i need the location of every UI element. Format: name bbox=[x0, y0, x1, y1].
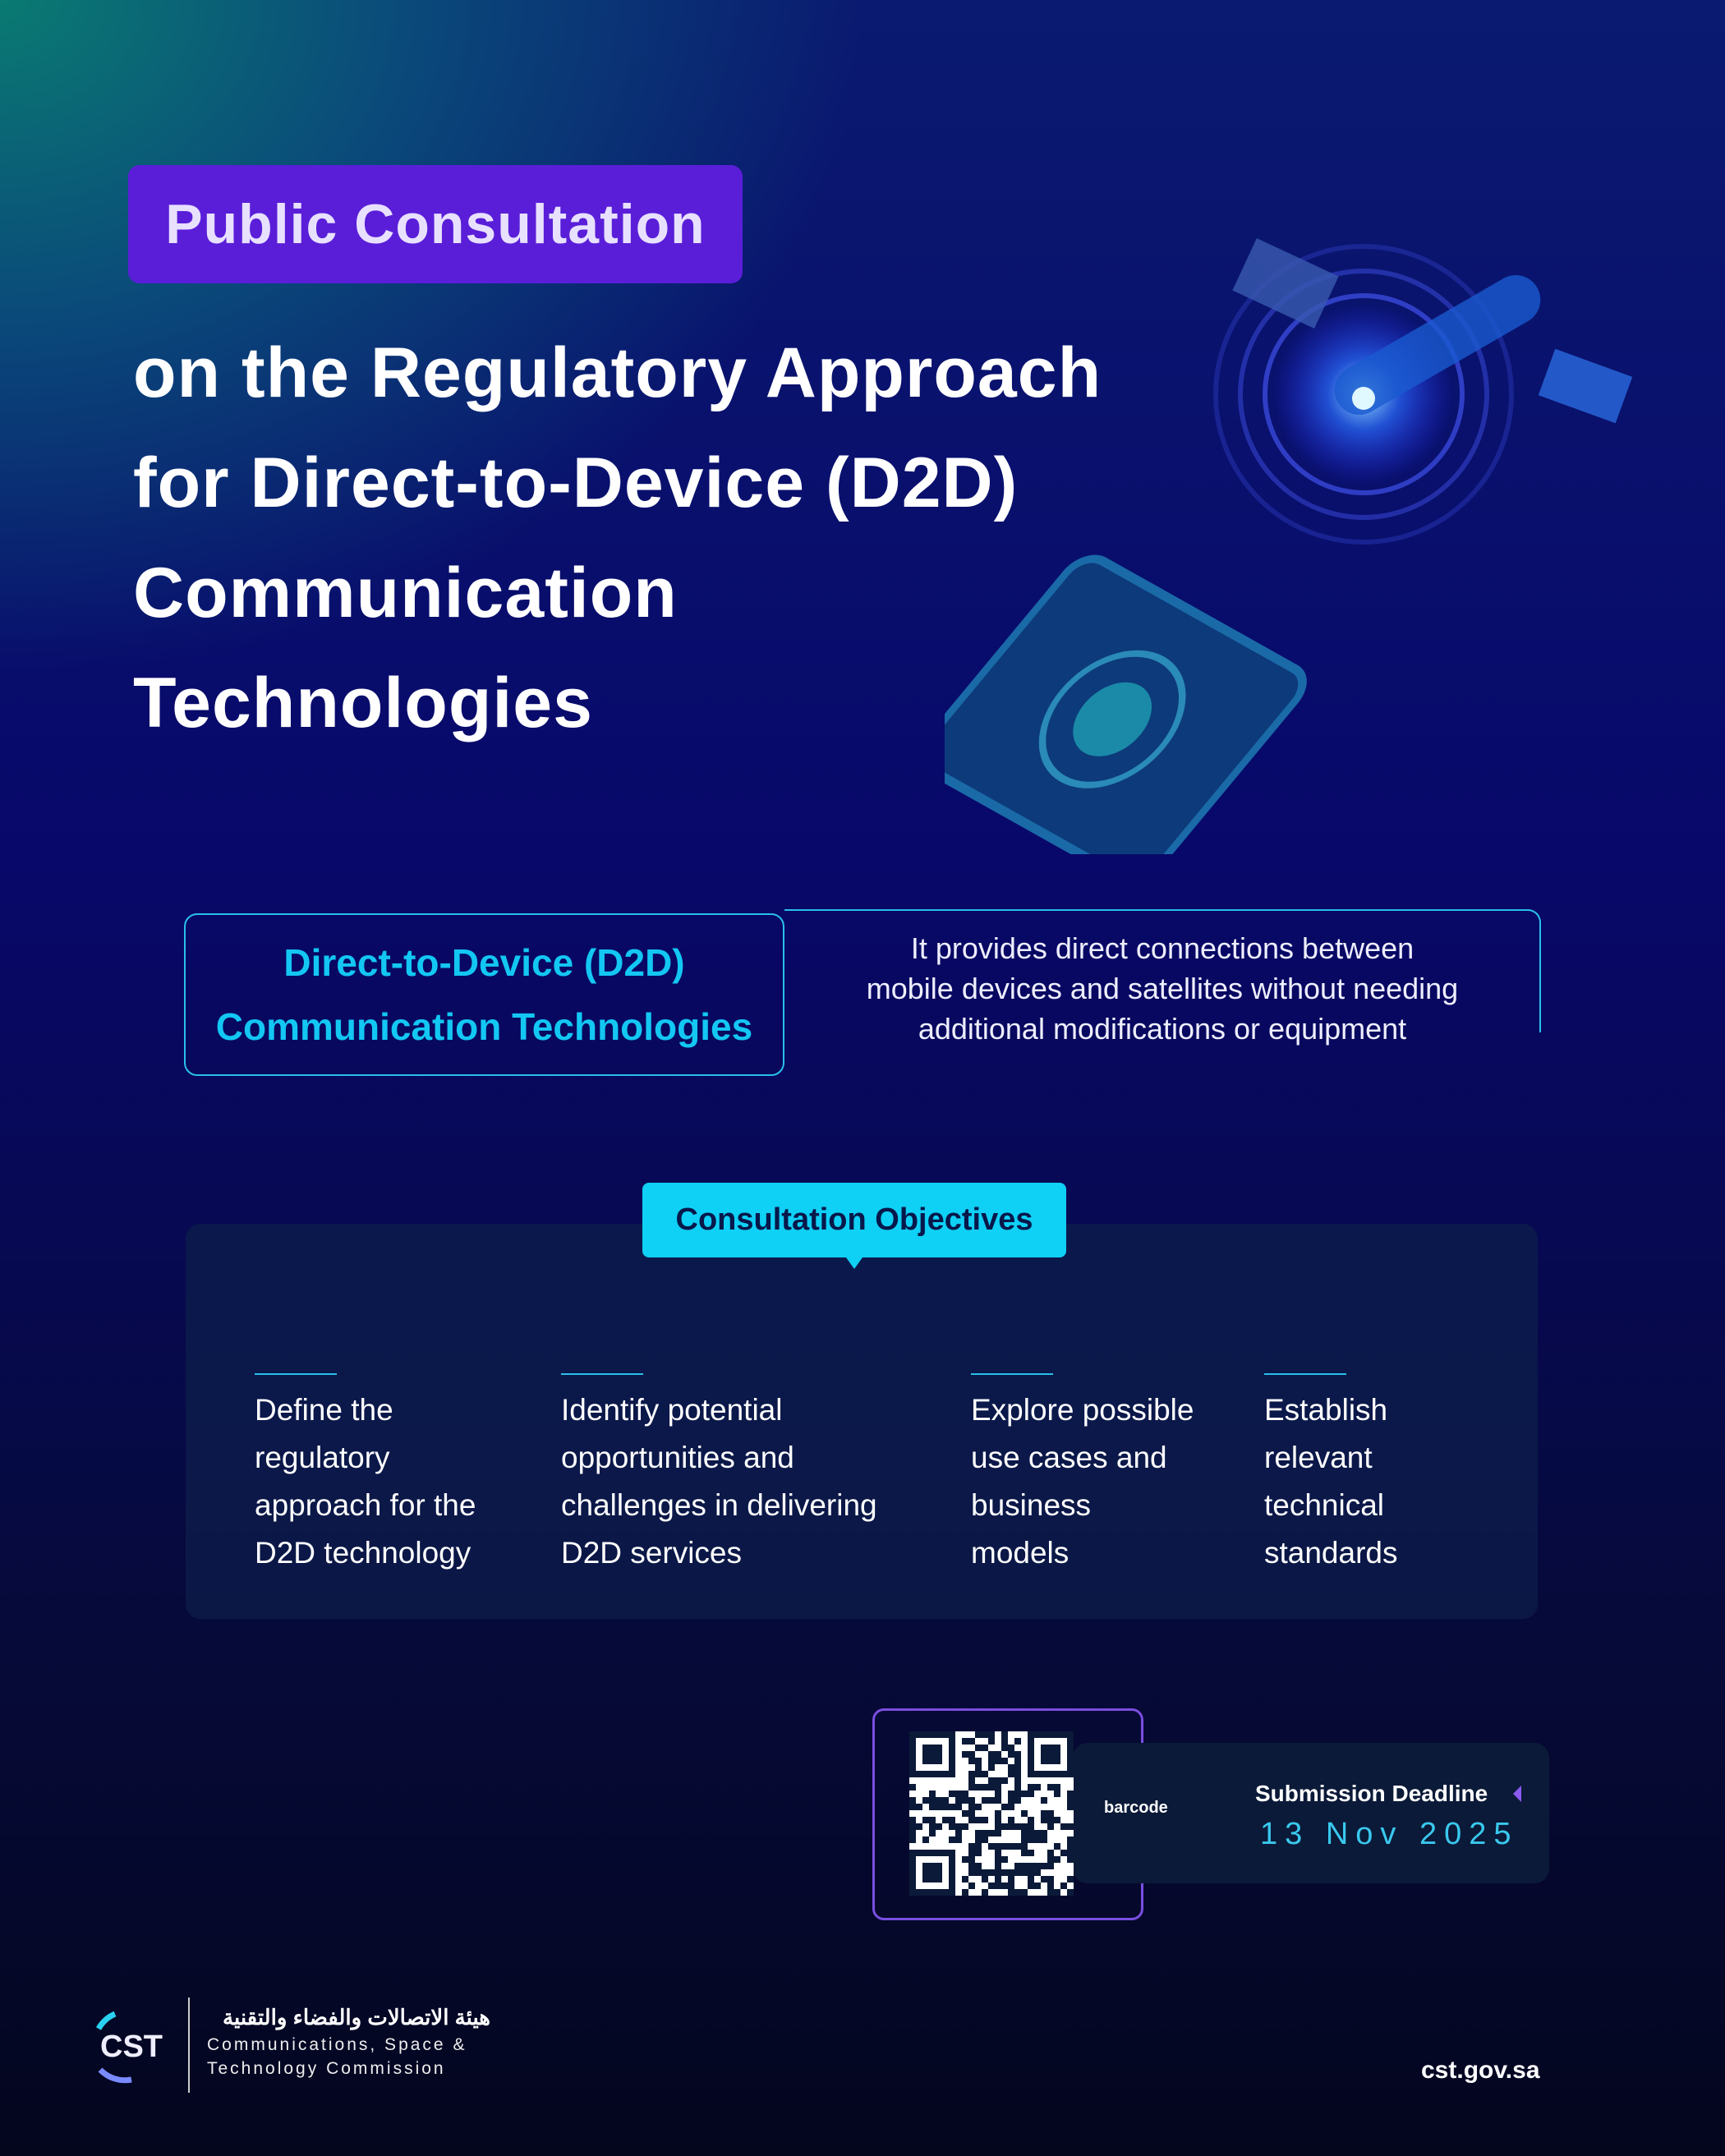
objective-line: Identify potential bbox=[561, 1393, 783, 1427]
satellite-phone-illustration bbox=[945, 238, 1633, 854]
objective-item: Explore possible use cases and business mod… bbox=[971, 1373, 1194, 1577]
public-consultation-badge: Public Consultation bbox=[128, 165, 743, 283]
objectives-title: Consultation Objectives bbox=[642, 1183, 1066, 1269]
objectives-panel bbox=[186, 1224, 1538, 1619]
phone-icon bbox=[945, 554, 1307, 854]
objective-line: use cases and bbox=[971, 1441, 1167, 1474]
website-link[interactable]: cst.gov.sa bbox=[1421, 2057, 1540, 2084]
org-name-line: Technology Commission bbox=[207, 2059, 446, 2078]
deadline-date: 13 Nov 2025 bbox=[1260, 1817, 1519, 1851]
term-line: Communication Technologies bbox=[215, 1005, 753, 1048]
cst-logo: CST bbox=[95, 2011, 163, 2084]
description-line: It provides direct connections between bbox=[910, 931, 1414, 965]
definition-outline bbox=[784, 909, 1541, 1032]
d2d-term-box: Direct-to-Device (D2D) Communication Tec… bbox=[184, 913, 784, 1076]
divider bbox=[561, 1373, 643, 1375]
org-name-line: Communications, Space & bbox=[207, 2035, 467, 2054]
signal-waves-icon bbox=[1213, 244, 1514, 545]
objective-line: regulatory bbox=[255, 1441, 390, 1474]
objective-line: Establish bbox=[1264, 1393, 1388, 1427]
divider bbox=[1264, 1373, 1346, 1375]
satellite-icon bbox=[1232, 238, 1633, 424]
description-line: additional modifications or equipment bbox=[918, 1012, 1407, 1046]
objective-line: relevant bbox=[1264, 1441, 1373, 1474]
objective-line: Explore possible bbox=[971, 1393, 1194, 1427]
objective-line: Define the bbox=[255, 1393, 393, 1427]
divider bbox=[971, 1373, 1053, 1375]
objective-line: business bbox=[971, 1488, 1092, 1522]
logo-divider bbox=[188, 1997, 190, 2093]
org-name-arabic: هيئة الاتصالات والفضاء والتقنية bbox=[223, 2005, 490, 2030]
title-line: on the Regulatory Approach bbox=[133, 333, 1102, 412]
objective-item: Establish relevant technical standards bbox=[1264, 1373, 1398, 1577]
objective-line: D2D technology bbox=[255, 1536, 472, 1570]
objective-line: opportunities and bbox=[561, 1441, 794, 1474]
objective-line: approach for the bbox=[255, 1488, 476, 1522]
arrow-left-icon bbox=[1513, 1786, 1521, 1802]
deadline-title: Submission Deadline bbox=[1255, 1781, 1488, 1806]
qr-code-icon[interactable] bbox=[909, 1731, 1074, 1896]
deadline-panel bbox=[1073, 1743, 1549, 1883]
d2d-description: It provides direct connections between m… bbox=[801, 928, 1524, 1049]
qr-label: barcode bbox=[1104, 1799, 1168, 1817]
objective-line: standards bbox=[1264, 1536, 1398, 1570]
objective-line: technical bbox=[1264, 1488, 1385, 1522]
description-line: mobile devices and satellites without ne… bbox=[866, 972, 1459, 1005]
objective-item: Identify potential opportunities and chall… bbox=[561, 1373, 877, 1577]
objective-line: models bbox=[971, 1536, 1070, 1570]
term-line: Direct-to-Device (D2D) bbox=[283, 941, 685, 984]
divider bbox=[255, 1373, 337, 1375]
objective-line: D2D services bbox=[561, 1536, 742, 1570]
objective-line: challenges in delivering bbox=[561, 1488, 877, 1522]
title-line: Technologies bbox=[133, 664, 593, 742]
logo-text: CST bbox=[100, 2030, 163, 2064]
title-line: Communication bbox=[133, 554, 678, 632]
title-line: for Direct-to-Device (D2D) bbox=[133, 444, 1019, 522]
